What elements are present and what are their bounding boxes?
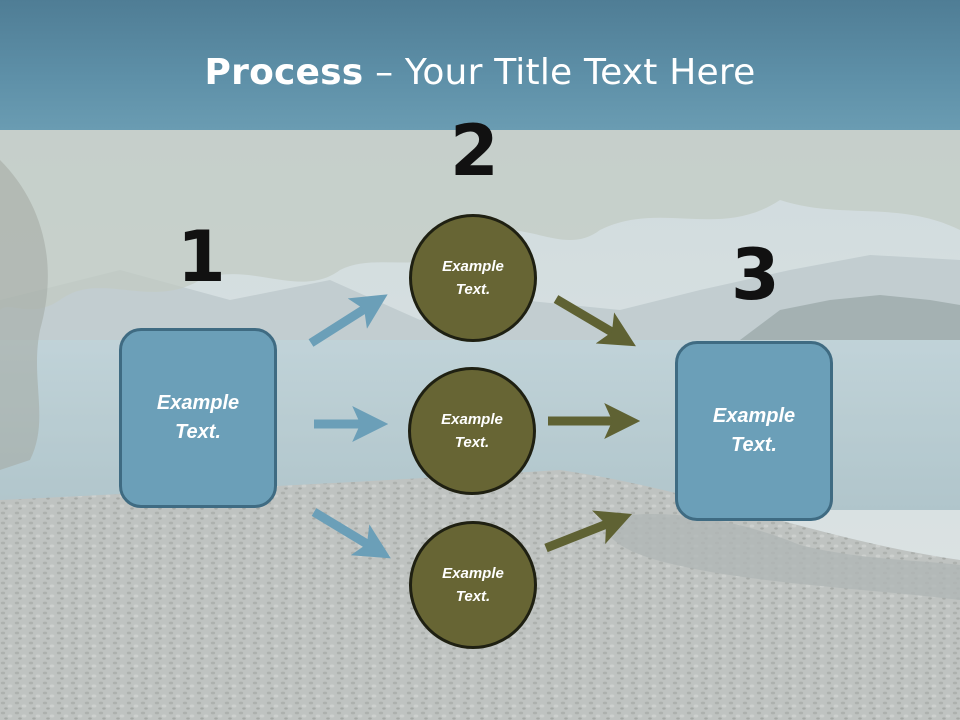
arrow-top-to-3 [553,295,636,347]
title-rest: – Your Title Text Here [363,52,756,93]
step-2-circle-bottom: Example Text. [409,521,537,649]
title-bold: Process [204,52,364,93]
arrow-1-to-bottom [311,508,391,559]
circle-top-text: Example Text. [442,258,504,298]
step-2-circle-middle: Example Text. [408,367,536,495]
step-1-number: 1 [177,216,226,298]
slide-title: Process – Your Title Text Here [0,52,960,93]
step-3-number: 3 [731,234,780,316]
step-2-circle-top: Example Text. [409,214,537,342]
arrow-bottom-to-3 [544,510,633,553]
arrow-1-to-top [308,294,388,347]
step-1-text: Example Text. [156,392,240,443]
step-1-box: Example Text. [119,328,277,508]
step-3-box: Example Text. [675,341,833,521]
step-2-number: 2 [450,110,499,192]
circle-bottom-text: Example Text. [442,565,504,605]
title-band [0,0,960,130]
step-3-text: Example Text. [712,405,796,456]
circle-middle-text: Example Text. [441,411,503,451]
